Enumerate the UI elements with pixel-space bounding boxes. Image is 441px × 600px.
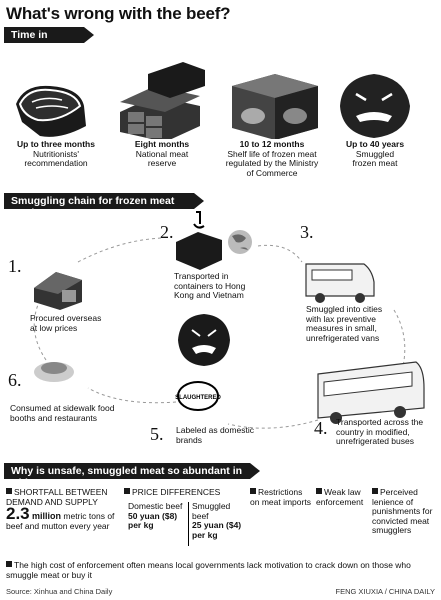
monster-meat-icon	[340, 74, 410, 138]
enforcement-cost-note: The high cost of enforcement often means…	[6, 560, 411, 580]
step-number-1: 1.	[8, 256, 22, 276]
step-number-6: 6.	[8, 370, 22, 390]
shortfall-value: 2.3	[6, 504, 30, 524]
steak-icon	[16, 85, 86, 137]
page-title: What's wrong with the beef?	[6, 4, 231, 23]
bullet-square-icon	[6, 561, 12, 567]
food-plate-icon	[34, 362, 74, 382]
section-bar-storage: Time in storage	[4, 27, 94, 53]
source-note: Source: Xinhua and China Daily	[6, 587, 113, 596]
step-text-5: Labeled as domestic brands	[176, 425, 254, 445]
step-number-5: 5.	[150, 424, 164, 444]
storage-icons	[16, 62, 410, 139]
shortfall-block: SHORTFALL BETWEEN DEMAND AND SUPPLY 2.3 …	[6, 487, 118, 531]
bullet-square-icon	[250, 488, 256, 494]
weak-enforcement-block: Weak law enforcement	[316, 487, 364, 507]
step-text-1: Procured overseas at low prices	[30, 313, 102, 333]
warehouse-icon	[34, 272, 82, 310]
step-text-3: Smuggled into cities with lax preventive…	[306, 304, 383, 343]
crates-icon	[120, 62, 205, 139]
shortfall-title: SHORTFALL BETWEEN DEMAND AND SUPPLY	[6, 487, 108, 507]
step-text-6: Consumed at sidewalk food booths and res…	[10, 403, 115, 423]
globe-icon	[228, 230, 252, 254]
van-icon	[305, 263, 375, 303]
stamp-text: SLAUGHTERED	[175, 395, 221, 401]
section-bar-smuggling: Smuggling chain for frozen meat products	[4, 193, 204, 219]
bullet-square-icon	[316, 488, 322, 494]
monster-meat-center-icon	[178, 314, 230, 366]
price-divider	[188, 502, 189, 546]
bullet-square-icon	[124, 488, 130, 494]
smuggling-chain-graphic: SLAUGHTERED	[33, 211, 425, 429]
bus-icon	[317, 361, 425, 424]
step-number-3: 3.	[300, 222, 314, 242]
restrictions-block: Restrictions on meat imports	[250, 487, 311, 507]
credit-line: FENG XIUXIA / CHINA DAILY	[335, 587, 435, 596]
perceived-lenience-block: Perceived lenience of punishments for co…	[372, 487, 433, 536]
shortfall-unit: million	[32, 511, 62, 522]
section-bar-why: Why is unsafe, smuggled meat so abundant…	[4, 463, 260, 489]
step-number-4: 4.	[314, 418, 328, 438]
stamp-icon: SLAUGHTERED	[175, 381, 221, 411]
shortfall-rest: metric tons of beef and mutton every yea…	[6, 511, 115, 531]
price-block: PRICE DIFFERENCES	[124, 487, 242, 498]
step-text-4: Transported across the country in modifi…	[336, 417, 424, 447]
step-text-2: Transported in containers to Hong Kong a…	[174, 271, 246, 301]
price-title: PRICE DIFFERENCES	[132, 487, 221, 497]
freezer-box-icon	[232, 74, 318, 139]
container-crane-icon	[176, 211, 222, 270]
bullet-square-icon	[372, 488, 378, 494]
bullet-square-icon	[6, 488, 12, 494]
step-number-2: 2.	[160, 222, 174, 242]
